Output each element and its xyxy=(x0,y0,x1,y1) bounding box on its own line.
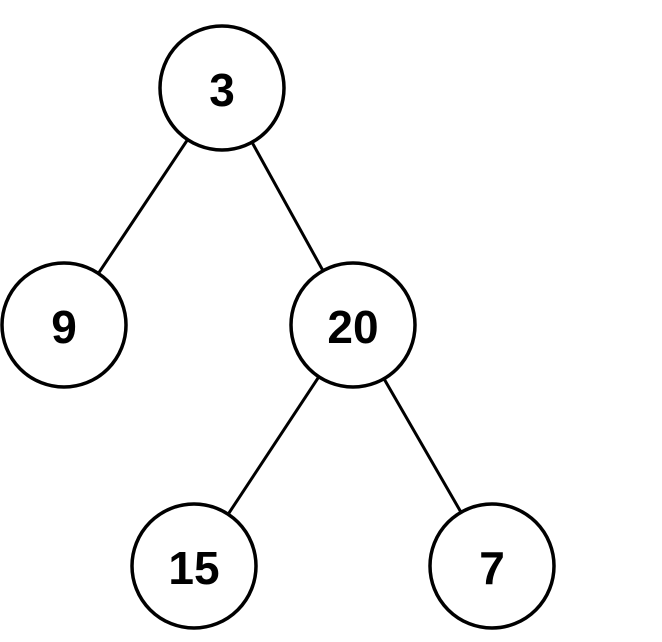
tree-node-circle-15 xyxy=(130,502,258,630)
tree-node-label-20: 20 xyxy=(327,301,378,353)
tree-node-3: 3 xyxy=(158,24,286,152)
tree-edges-layer xyxy=(62,87,494,567)
tree-nodes-layer: 3 9 20 15 7 xyxy=(0,24,556,630)
tree-node-20: 20 xyxy=(289,261,417,389)
tree-node-15: 15 xyxy=(130,502,258,630)
tree-node-label-3: 3 xyxy=(209,64,235,116)
tree-node-circle-9 xyxy=(0,261,128,389)
tree-node-label-15: 15 xyxy=(168,542,219,594)
tree-node-circle-3 xyxy=(158,24,286,152)
tree-node-circle-7 xyxy=(428,502,556,630)
tree-node-label-7: 7 xyxy=(479,542,505,594)
tree-node-7: 7 xyxy=(428,502,556,630)
tree-node-9: 9 xyxy=(0,261,128,389)
tree-node-label-9: 9 xyxy=(51,301,77,353)
tree-node-circle-20 xyxy=(289,261,417,389)
